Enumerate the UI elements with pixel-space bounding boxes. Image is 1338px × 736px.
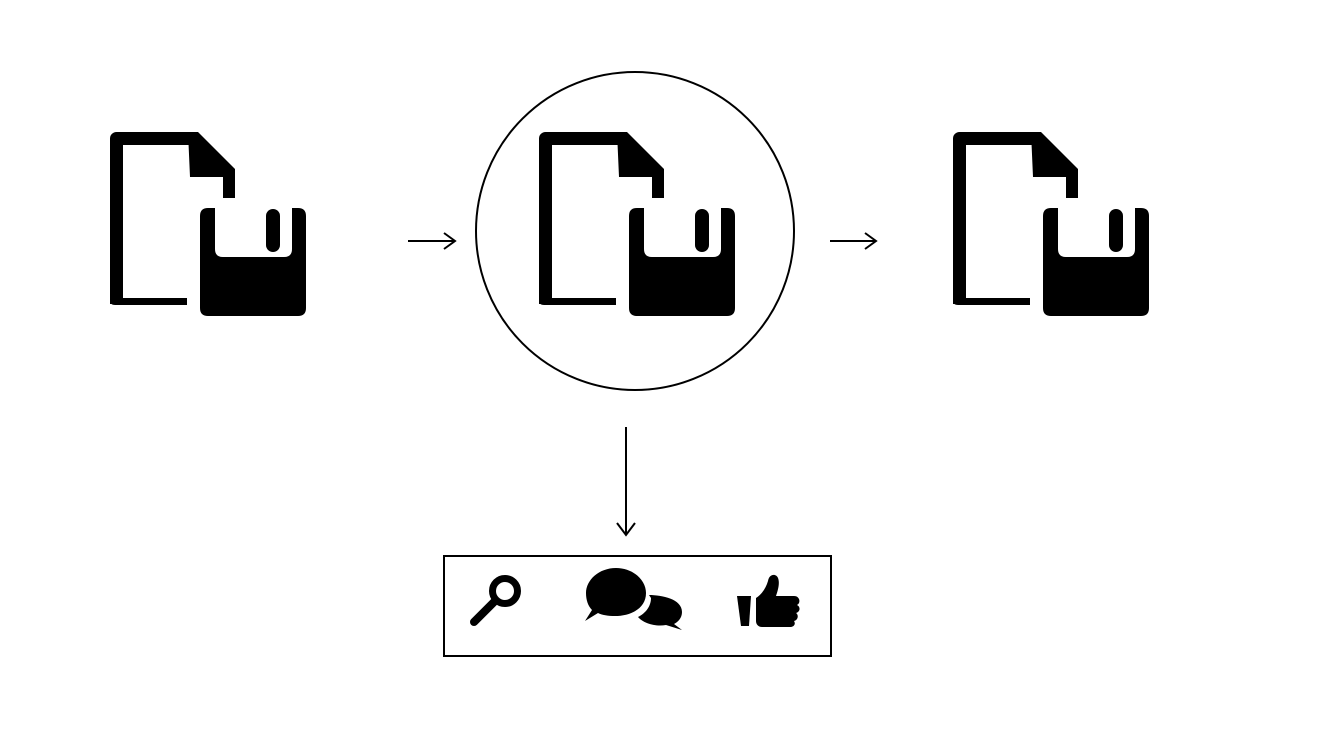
arrow-right-icon — [830, 232, 878, 250]
search-icon — [470, 575, 521, 626]
stage-processing-file-save-icon — [539, 132, 735, 316]
thumbs-up-icon — [737, 574, 800, 627]
arrow-down-icon — [616, 427, 636, 537]
chat-bubbles-icon — [585, 568, 682, 630]
stage-input-file-save-icon — [110, 132, 306, 316]
processing-circle — [475, 71, 795, 391]
stage-output-file-save-icon — [953, 132, 1149, 316]
arrow-right-icon — [408, 232, 457, 250]
